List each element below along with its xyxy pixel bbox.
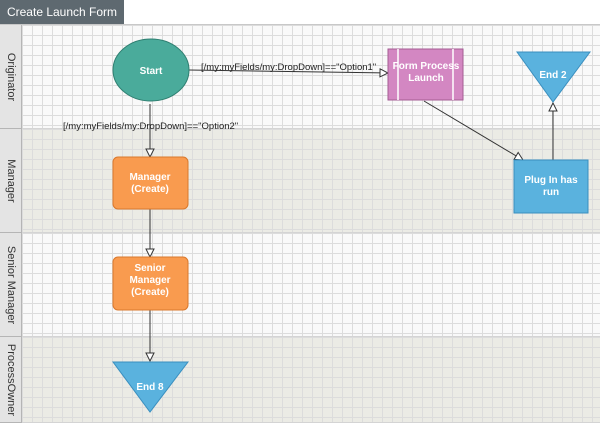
node-manager-label-2: (Create)	[131, 184, 169, 195]
node-plugin-label-1: Plug In has	[524, 175, 578, 186]
node-start-label: Start	[140, 66, 163, 77]
end-8-shape	[112, 361, 190, 413]
node-start[interactable]: Start	[112, 38, 190, 102]
tab-create-launch-form[interactable]: Create Launch Form	[0, 0, 124, 24]
tab-bar: Create Launch Form	[0, 0, 600, 25]
edge-label-option2: [/my:myFields/my:DropDown]=="Option2"	[63, 121, 238, 132]
edge-label-option1: [/my:myFields/my:DropDown]=="Option1"	[201, 62, 376, 73]
lane-label-senior-manager: Senior Manager	[0, 233, 22, 337]
node-senior-manager-label-1: Senior	[134, 263, 165, 274]
manager-shape	[112, 156, 189, 210]
lane-body-senior-manager[interactable]	[22, 233, 600, 337]
start-shape	[112, 38, 190, 102]
lane-senior-manager: Senior Manager	[0, 233, 600, 337]
connector-form-process-to-plugin[interactable]	[423, 100, 523, 160]
node-senior-manager-label-2: Manager	[129, 275, 170, 286]
end-2-shape	[516, 51, 591, 103]
node-manager-create[interactable]: Manager (Create)	[112, 156, 189, 210]
node-senior-manager-label-3: (Create)	[131, 287, 169, 298]
node-manager-label-1: Manager	[129, 172, 170, 183]
lane-manager: Manager	[0, 129, 600, 233]
lane-body-manager[interactable]	[22, 129, 600, 233]
plugin-shape	[513, 159, 589, 214]
senior-manager-shape	[112, 256, 189, 311]
node-senior-manager-create[interactable]: Senior Manager (Create)	[112, 256, 189, 311]
connector-start-to-form-process[interactable]	[188, 70, 388, 73]
node-form-process-launch[interactable]: Form Process Launch	[387, 48, 464, 101]
node-plugin-has-run[interactable]: Plug In has run	[513, 159, 589, 214]
lane-label-manager: Manager	[0, 129, 22, 233]
lane-label-originator: Originator	[0, 25, 22, 129]
lane-body-process-owner[interactable]	[22, 337, 600, 423]
node-plugin-label-2: run	[543, 187, 559, 198]
form-process-shape	[387, 48, 464, 101]
node-end-8[interactable]: End 8	[112, 361, 190, 413]
lane-process-owner: ProcessOwner	[0, 337, 600, 423]
node-end-2-label: End 2	[539, 70, 567, 81]
node-end-8-label: End 8	[136, 382, 164, 393]
node-form-process-label-2: Launch	[408, 73, 444, 84]
node-end-2[interactable]: End 2	[516, 51, 591, 103]
node-form-process-label-1: Form Process	[393, 61, 460, 72]
